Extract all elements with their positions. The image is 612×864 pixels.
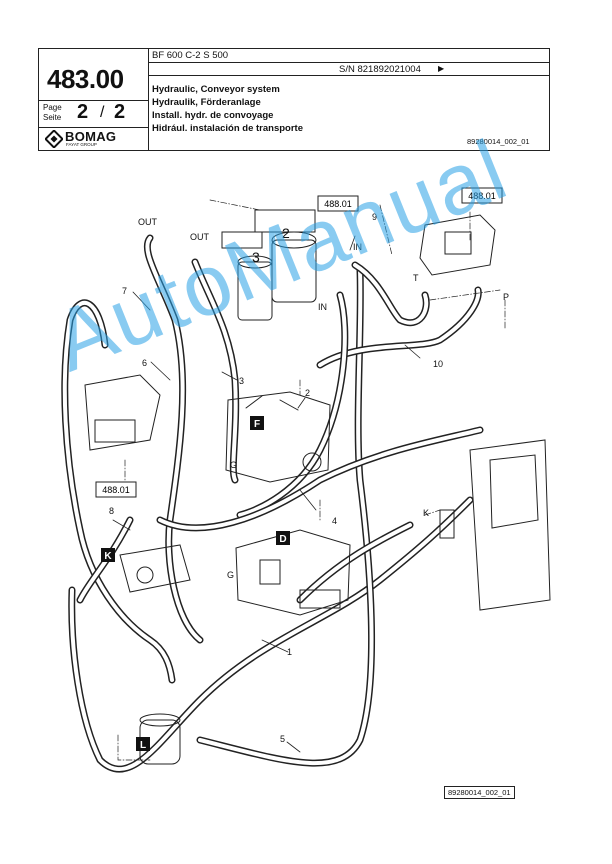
valve-block	[235, 529, 351, 616]
label-in-1: IN	[353, 242, 362, 252]
callout-ref-top: 488.01	[317, 195, 359, 212]
title-en: Hydraulic, Conveyor system	[152, 84, 280, 95]
label-8: 8	[109, 506, 114, 516]
page-label: Page	[43, 103, 62, 112]
drawing-reference: 89280014_002_01	[467, 137, 530, 146]
callout-ref-left-label: 488.01	[102, 485, 130, 495]
label-4: 4	[332, 516, 337, 526]
label-g-2: G	[227, 570, 234, 580]
label-k: K	[423, 508, 429, 518]
footer-drawing-reference: 89280014_002_01	[444, 786, 515, 799]
callout-ref-right: 488.01	[461, 187, 503, 204]
model-name: BF 600 C-2 S 500	[152, 50, 229, 61]
label-out-2: OUT	[190, 232, 210, 242]
label-p: P	[503, 292, 509, 302]
tank-frame	[469, 439, 551, 611]
label-3-big: 3	[252, 249, 260, 265]
marker-f: F	[254, 419, 260, 430]
label-5: 5	[280, 734, 285, 744]
label-3: 3	[239, 376, 244, 386]
label-7: 7	[122, 286, 127, 296]
label-10: 10	[433, 359, 443, 369]
divider	[148, 75, 549, 76]
serial-arrow-icon: ▶	[438, 64, 445, 73]
hose-k	[296, 521, 414, 604]
marker-d: D	[279, 534, 286, 545]
callout-ref-top-label: 488.01	[324, 199, 352, 209]
callout-ref-left: 488.01	[95, 481, 137, 498]
divider	[39, 100, 148, 101]
page-separator: /	[100, 104, 105, 121]
brand-subtitle: FAYAT GROUP	[66, 142, 97, 147]
label-out-1: OUT	[138, 217, 158, 227]
serial-number: S/N 821892021004	[339, 64, 421, 75]
label-t: T	[413, 273, 419, 283]
label-1: 1	[287, 647, 292, 657]
divider	[148, 49, 149, 150]
page-title: 483.00	[47, 64, 124, 94]
page-total: 2	[114, 101, 126, 123]
label-g-1: G	[230, 460, 237, 470]
title-es: Hidrául. instalación de transporte	[152, 123, 303, 134]
hose-1	[68, 496, 474, 773]
marker-k: K	[104, 551, 112, 562]
callout-ref-right-label: 488.01	[468, 191, 496, 201]
label-2: 2	[305, 388, 310, 398]
brand-name: BOMAG	[65, 129, 117, 144]
seite-label: Seite	[43, 113, 62, 122]
page-current: 2	[77, 101, 89, 123]
divider	[148, 62, 549, 63]
title-block: BF 600 C-2 S 500 S/N 821892021004 ▶ 483.…	[38, 48, 550, 151]
bomag-logo-icon	[45, 130, 63, 148]
valve-k	[119, 544, 191, 593]
divider	[39, 127, 148, 128]
label-9: 9	[372, 212, 377, 222]
mounting-bracket	[84, 374, 161, 451]
title-de: Hydraulik, Förderanlage	[152, 97, 261, 108]
label-in-2: IN	[318, 302, 327, 312]
label-6: 6	[142, 358, 147, 368]
control-valve	[419, 214, 496, 276]
marker-l: L	[140, 740, 146, 751]
title-fr: Install. hydr. de convoyage	[152, 110, 274, 121]
label-2-big: 2	[282, 225, 290, 241]
pump-unit	[225, 391, 331, 483]
